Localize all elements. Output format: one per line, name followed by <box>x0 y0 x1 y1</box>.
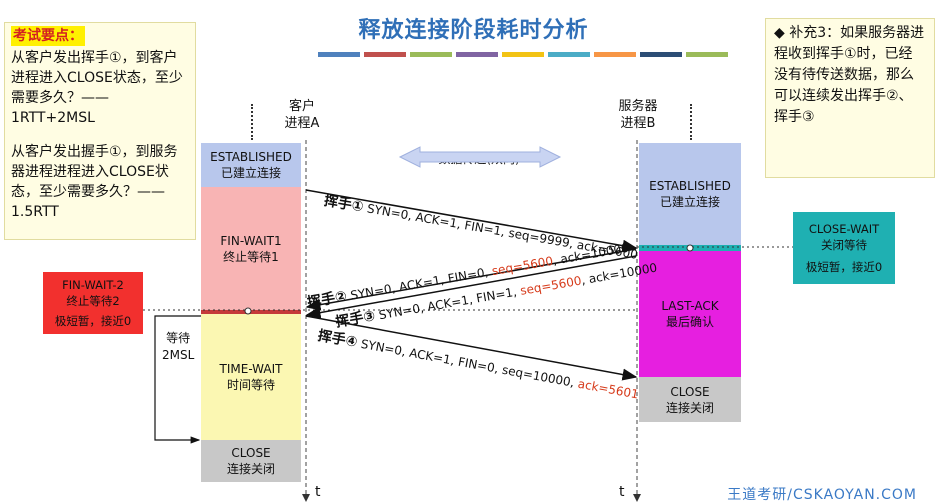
bullet-icon: ◆ <box>774 25 785 41</box>
color-bar-segment <box>364 52 406 57</box>
server-time-arrow-icon <box>633 494 641 502</box>
exam-points-heading: 考试要点： <box>11 26 85 46</box>
page-title: 释放连接阶段耗时分析 <box>358 18 589 43</box>
client-time-label: t <box>315 484 321 500</box>
wait-2msl-bracket <box>154 315 201 444</box>
server-header: 服务器 进程B <box>618 99 658 131</box>
color-bar-segment <box>410 52 452 57</box>
supplement-note: ◆ 补充3：如果服务器进程收到挥手①时，已经没有待传送数据，那么可以连续发出挥手… <box>765 18 935 178</box>
client-time-arrow-icon <box>302 494 310 502</box>
color-bar-segment <box>502 52 544 57</box>
color-bar-segment <box>548 52 590 57</box>
exam-question-2: 从客户发出握手①，到服务器进程进程进入CLOSE状态，至少需要多久？——1.5R… <box>11 144 178 220</box>
color-bar-segment <box>318 52 360 57</box>
color-bar-segment <box>456 52 498 57</box>
server-dots <box>690 104 692 140</box>
color-bar-segment <box>640 52 682 57</box>
server-time-label: t <box>619 484 625 500</box>
supplement-text: 补充3：如果服务器进程收到挥手①时，已经没有待传送数据，那么可以连续发出挥手②、… <box>774 25 925 125</box>
wave3-arrow <box>305 255 637 319</box>
client-dots <box>251 104 253 140</box>
double-arrow-icon <box>398 146 562 168</box>
color-bar-segment <box>686 52 728 57</box>
wave2-arrow <box>305 248 637 311</box>
watermark: 王道考研/CSKAOYAN.COM <box>727 487 917 503</box>
color-bar-segment <box>594 52 636 57</box>
wave4-arrow <box>305 315 638 381</box>
client-header: 客户 进程A <box>284 99 320 131</box>
exam-points-note: 考试要点： 从客户发出挥手①，到客户进程进入CLOSE状态，至少需要多久？——1… <box>4 22 196 240</box>
exam-question-1: 从客户发出挥手①，到客户进程进入CLOSE状态，至少需要多久？——1RTT+2M… <box>11 50 183 126</box>
wave1-arrow <box>305 189 638 252</box>
